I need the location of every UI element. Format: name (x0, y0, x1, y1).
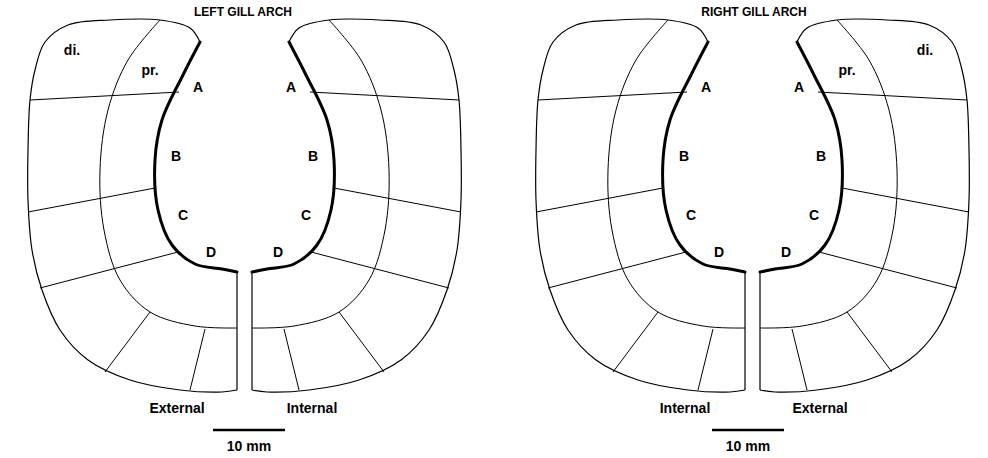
section-line (842, 188, 969, 212)
section-line (334, 188, 461, 212)
section-line (792, 329, 807, 390)
left-gill-arch (28, 19, 462, 430)
right-gill-arch (536, 19, 970, 430)
region-label: di. (917, 43, 933, 57)
section-line (311, 252, 449, 288)
section-letter: C (178, 208, 188, 222)
section-line (538, 92, 687, 100)
figure-title: LEFT GILL ARCH (194, 6, 292, 18)
section-line (105, 312, 150, 372)
section-letter: B (171, 149, 181, 163)
section-line (819, 252, 957, 288)
lobe-edge (251, 272, 252, 390)
region-label: di. (64, 43, 80, 57)
section-letter: A (794, 80, 804, 94)
filament-outline (28, 19, 237, 392)
section-line (28, 188, 155, 212)
side-label: External (792, 401, 847, 415)
section-letter: A (193, 80, 203, 94)
scale-bar (712, 429, 784, 432)
region-label: pr. (141, 63, 158, 77)
section-letter: D (781, 245, 791, 259)
section-letter: C (301, 208, 311, 222)
section-line (40, 252, 178, 288)
proximal-distal-boundary (760, 20, 897, 328)
section-line (847, 312, 892, 372)
lobe-edge (744, 272, 745, 390)
proximal-distal-boundary (608, 20, 745, 328)
filament-outline (252, 19, 461, 392)
section-letter: C (686, 208, 696, 222)
external-hemibranch (28, 19, 237, 392)
section-letter: A (286, 80, 296, 94)
gill-arch-bone (155, 42, 237, 272)
side-label: Internal (287, 401, 338, 415)
section-letter: A (701, 80, 711, 94)
section-letter: B (308, 149, 318, 163)
section-line (310, 92, 459, 100)
section-line (339, 312, 384, 372)
section-letter: D (206, 245, 216, 259)
section-line (548, 252, 686, 288)
lobe-edge (236, 272, 237, 390)
side-label: External (149, 401, 204, 415)
section-line (284, 329, 299, 390)
internal-hemibranch (252, 19, 461, 392)
section-letter: D (714, 245, 724, 259)
filament-outline (536, 19, 745, 392)
region-label: pr. (838, 63, 855, 77)
proximal-distal-boundary (100, 20, 237, 328)
section-letter: B (679, 149, 689, 163)
section-line (818, 92, 967, 100)
proximal-distal-boundary (252, 20, 389, 328)
section-letter: C (809, 208, 819, 222)
scale-label: 10 mm (726, 439, 770, 453)
lobe-edge (759, 272, 760, 390)
section-line (30, 92, 179, 100)
section-line (613, 312, 658, 372)
internal-hemibranch (536, 19, 745, 392)
filament-outline (760, 19, 969, 392)
side-label: Internal (660, 401, 711, 415)
section-line (536, 188, 663, 212)
external-hemibranch (760, 19, 969, 392)
section-letter: D (273, 245, 283, 259)
section-letter: B (816, 149, 826, 163)
gill-arch-bone (760, 42, 842, 272)
section-line (190, 329, 205, 390)
figure-title: RIGHT GILL ARCH (701, 6, 806, 18)
gill-arch-bone (252, 42, 334, 272)
scale-label: 10 mm (227, 439, 271, 453)
gill-arch-bone (663, 42, 745, 272)
scale-bar (213, 429, 285, 432)
section-line (698, 329, 713, 390)
